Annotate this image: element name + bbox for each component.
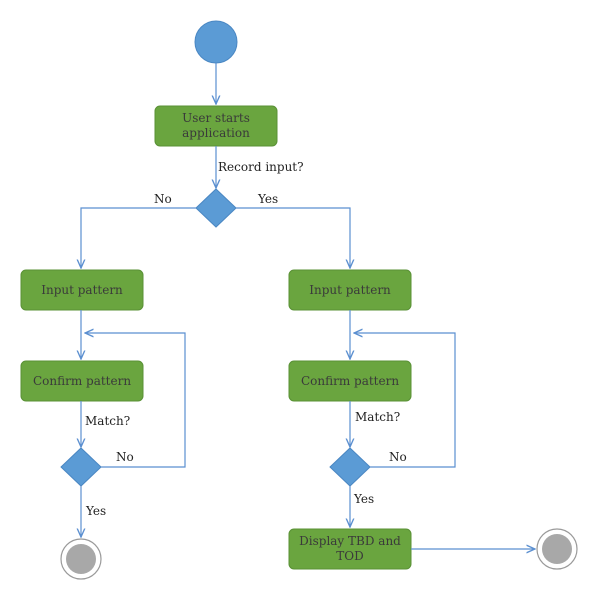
activity-label-line2: TOD <box>336 549 363 563</box>
activity-user-starts-application: User starts application <box>154 105 278 147</box>
decision-right-match <box>329 447 371 487</box>
end-node-left <box>60 538 102 580</box>
activity-label: Confirm pattern <box>301 374 399 388</box>
activity-left-input-pattern: Input pattern <box>20 269 144 311</box>
decision-left-match <box>60 447 102 487</box>
activity-label: Input pattern <box>309 283 391 297</box>
edge-label-left-no: No <box>116 450 134 464</box>
activity-label-line1: Display TBD and <box>299 534 401 548</box>
activity-right-input-pattern: Input pattern <box>288 269 412 311</box>
decision-record-input <box>195 188 237 228</box>
edge-label-left-yes: Yes <box>85 504 106 518</box>
activity-left-confirm-pattern: Confirm pattern <box>20 360 144 402</box>
decision-record-label: Record input? <box>218 160 304 174</box>
edge-record-no <box>81 207 196 268</box>
activity-label: Confirm pattern <box>33 374 131 388</box>
edge-label-right-no: No <box>389 450 407 464</box>
activity-label: Input pattern <box>41 283 123 297</box>
activity-label-line2: application <box>182 126 250 140</box>
activity-right-confirm-pattern: Confirm pattern <box>288 360 412 402</box>
edge-record-yes <box>236 207 350 268</box>
edge-label-record-no: No <box>154 192 172 206</box>
start-node <box>194 20 238 64</box>
end-node-right <box>536 528 578 570</box>
edge-left-match-no <box>85 333 186 468</box>
activity-label-line1: User starts <box>182 111 250 125</box>
decision-left-match-label: Match? <box>85 414 130 428</box>
edge-label-right-yes: Yes <box>353 492 374 506</box>
edge-label-record-yes: Yes <box>257 192 278 206</box>
edge-right-match-no <box>354 333 456 468</box>
activity-display-tbd-and-tod: Display TBD and TOD <box>288 528 412 570</box>
decision-right-match-label: Match? <box>355 410 400 424</box>
